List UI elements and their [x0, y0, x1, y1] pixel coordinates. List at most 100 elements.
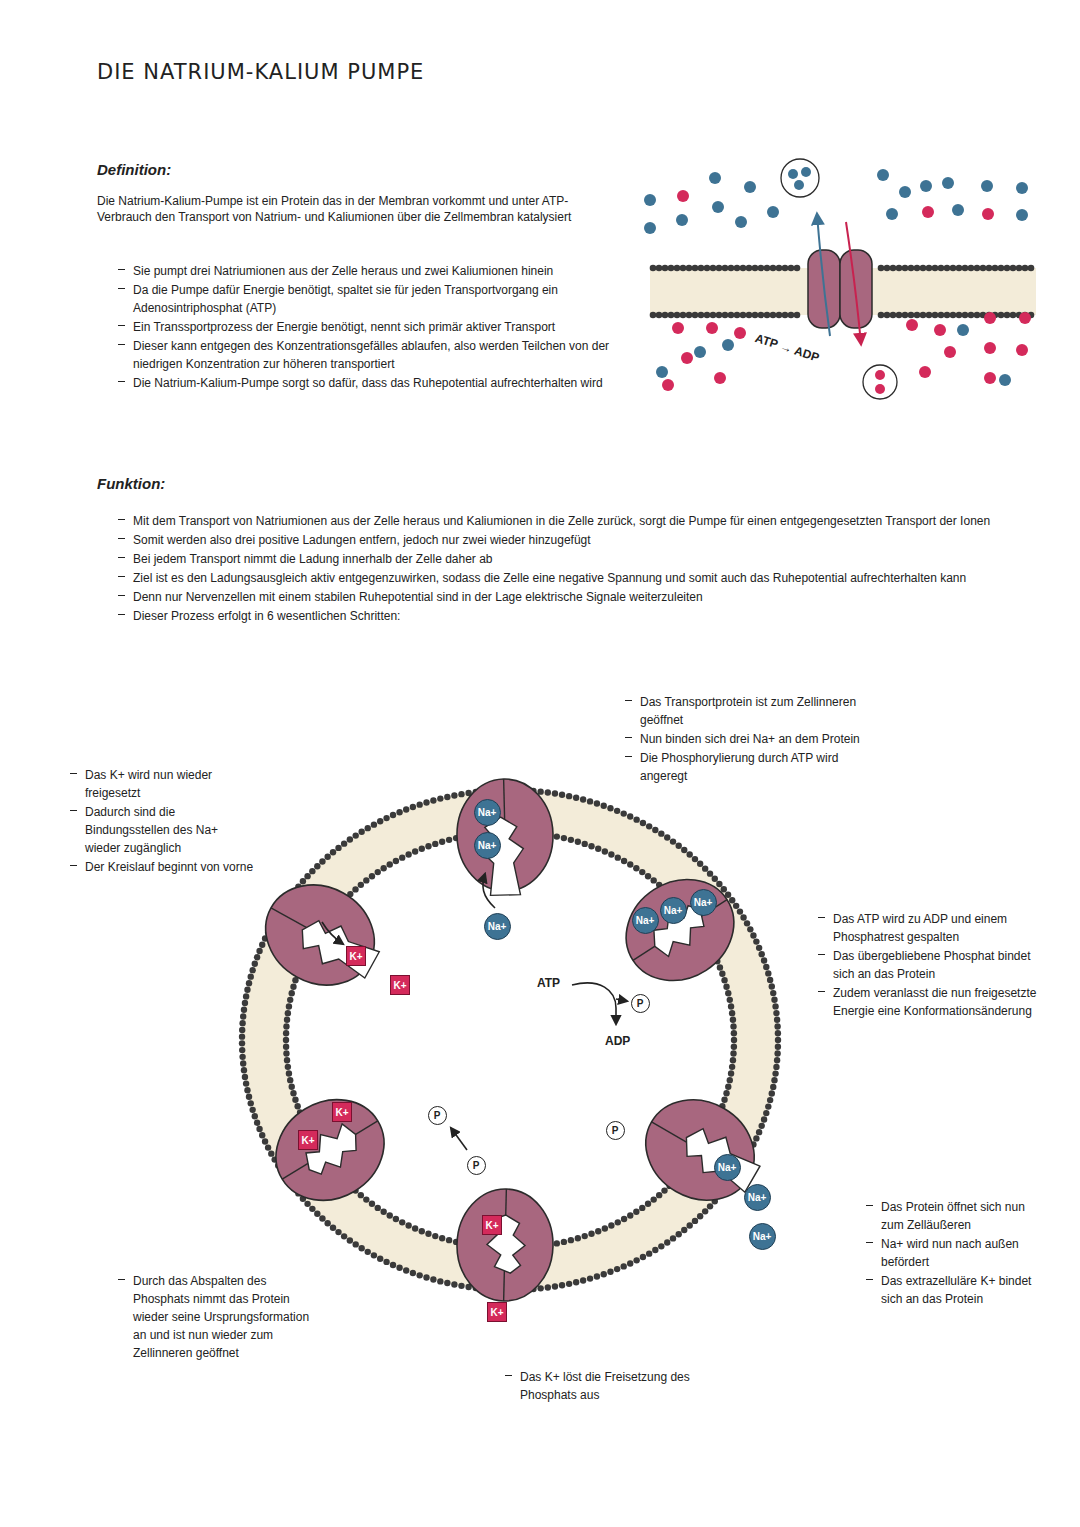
lipid-head	[451, 792, 457, 798]
ion-symbol: Na+	[488, 921, 507, 932]
lipid-head	[335, 1229, 341, 1235]
lipid-head	[627, 813, 633, 819]
sodium-ion-dot	[744, 181, 756, 193]
lipid-head	[363, 877, 369, 883]
lipid-head	[740, 312, 747, 319]
lipid-head	[639, 1205, 645, 1211]
lipid-head	[750, 932, 756, 938]
annotation-text: Ziel ist es den Ladungsausgleich aktiv e…	[133, 571, 966, 585]
annotation-text: Die Natrium-Kalium-Pumpe sorgt so dafür,…	[133, 376, 603, 390]
lipid-head	[776, 312, 783, 319]
lipid-head	[252, 1113, 258, 1119]
lipid-head	[410, 804, 416, 810]
lipid-head	[772, 1070, 778, 1076]
lipid-head	[390, 1262, 396, 1268]
lipid-head	[744, 920, 750, 926]
bullet-item: Der Kreislauf beginnt von vorne	[70, 857, 255, 875]
lipid-head	[353, 832, 359, 838]
lipid-head	[265, 1144, 271, 1150]
lipid-head	[239, 1027, 245, 1033]
lipid-head	[716, 265, 723, 272]
annotation-text: Das Transportprotein ist zum Zellinneren…	[640, 695, 856, 727]
bullet-dash	[118, 576, 125, 577]
lipid-head	[396, 809, 402, 815]
lipid-head	[387, 861, 393, 867]
lipid-head	[244, 1087, 250, 1093]
lipid-head	[680, 265, 687, 272]
bullet-dash	[866, 1205, 873, 1206]
lipid-head	[256, 948, 262, 954]
lipid-head	[1004, 312, 1011, 319]
annotation-text: Nun binden sich drei Na+ an dem Protein	[640, 732, 860, 746]
lipid-head	[393, 858, 399, 864]
potassium-ion-dot	[662, 379, 674, 391]
ion-symbol: Na+	[748, 1192, 767, 1203]
lipid-head	[608, 851, 614, 857]
lipid-head	[588, 1231, 594, 1237]
lipid-head	[664, 834, 670, 840]
pump-body	[627, 1080, 772, 1219]
potassium-ion-dot	[681, 352, 693, 364]
potassium-ion-dot	[875, 384, 885, 394]
lipid-head	[896, 265, 903, 272]
bullet-item: Somit werden also drei positive Ladungen…	[118, 530, 1068, 548]
potassium-ion-dot	[706, 322, 718, 334]
sodium-ion-dot	[952, 204, 964, 216]
lipid-head	[944, 312, 951, 319]
lipid-head	[775, 1044, 781, 1050]
lipid-head	[774, 1050, 780, 1056]
lipid-head	[602, 1225, 608, 1231]
lipid-head	[405, 1222, 411, 1228]
lipid-head	[246, 1094, 252, 1100]
sodium-ion-dot	[644, 222, 656, 234]
lipid-head	[692, 312, 699, 319]
text-group: Die Natrium-Kalium-Pumpe ist ein Protein…	[97, 193, 622, 225]
lipid-head	[728, 265, 735, 272]
lipid-head	[740, 914, 746, 920]
bullet-dash	[818, 917, 825, 918]
lipid-head	[773, 1010, 779, 1016]
lipid-head	[575, 839, 581, 845]
bullet-dash	[70, 810, 77, 811]
lipid-head	[239, 1033, 245, 1039]
lipid-head	[242, 1000, 248, 1006]
lipid-head	[319, 858, 325, 864]
lipid-head	[285, 1064, 291, 1070]
lipid-head	[633, 816, 639, 822]
lipid-head	[721, 1097, 727, 1103]
lipid-head	[252, 961, 258, 967]
lipid-head	[254, 1119, 260, 1125]
lipid-head	[650, 877, 656, 883]
sodium-ion-dot	[957, 324, 969, 336]
potassium-ion: K+	[298, 1130, 318, 1150]
sodium-ion-dot	[794, 180, 804, 190]
pump-body	[607, 859, 753, 1000]
potassium-ion-dot	[984, 312, 996, 324]
bullet-item: Dieser Prozess erfolgt in 6 wesentlichen…	[118, 606, 1068, 624]
lipid-head	[239, 1020, 245, 1026]
lipid-head	[730, 1057, 736, 1063]
lipid-head	[926, 312, 933, 319]
lipid-head	[737, 908, 743, 914]
lipid-head	[698, 312, 705, 319]
lipid-head	[731, 1037, 737, 1043]
lipid-head	[896, 312, 903, 319]
lipid-head	[582, 841, 588, 847]
lipid-head	[645, 873, 651, 879]
annotation-text: Das extrazelluläre K+ bindet sich an das…	[881, 1274, 1031, 1306]
lipid-head	[573, 795, 579, 801]
lipid-head	[884, 265, 891, 272]
lipid-head	[292, 1097, 298, 1103]
lipid-head	[403, 806, 409, 812]
lipid-head	[676, 843, 682, 849]
lipid-head	[568, 837, 574, 843]
ion-symbol: K+	[335, 1107, 348, 1118]
annotation-text: Dadurch sind die Bindungsstellen des Na+…	[85, 805, 218, 855]
annotation-text: Das übergebliebene Phosphat bindet sich …	[833, 949, 1030, 981]
lipid-head	[377, 818, 383, 824]
lipid-head	[1004, 265, 1011, 272]
pump-body	[257, 1080, 403, 1220]
process-arrow	[322, 922, 343, 944]
lipid-head	[740, 265, 747, 272]
lipid-head	[767, 1097, 773, 1103]
